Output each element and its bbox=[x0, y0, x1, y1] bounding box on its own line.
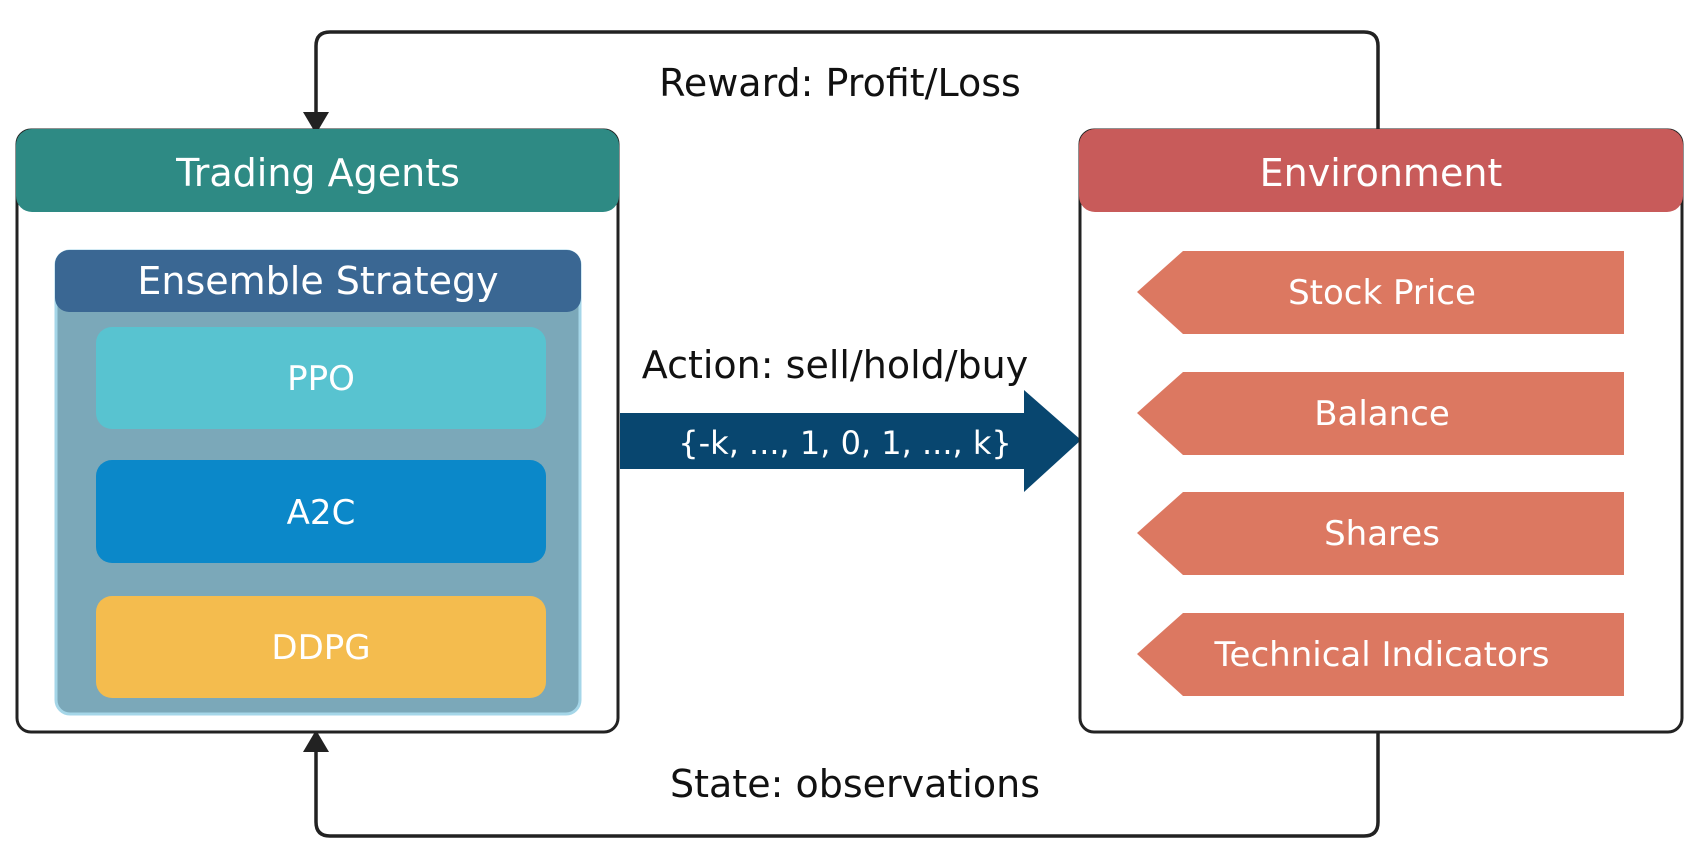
a2c-box bbox=[96, 460, 546, 563]
state-arrowhead bbox=[303, 730, 329, 752]
reward-label: Reward: Profit/Loss bbox=[659, 61, 1021, 105]
action-arrow bbox=[620, 390, 1081, 492]
a2c-label: A2C bbox=[287, 493, 356, 533]
env-item-balance bbox=[1137, 372, 1624, 455]
reward-arrowhead bbox=[303, 112, 329, 134]
env-item-shares-label: Shares bbox=[1324, 514, 1440, 554]
action-range: {-k, ..., 1, 0, 1, ..., k} bbox=[678, 424, 1012, 462]
ensemble-title: Ensemble Strategy bbox=[137, 259, 498, 303]
trading-agents-title: Trading Agents bbox=[175, 151, 460, 195]
env-item-technical-indicators-label: Technical Indicators bbox=[1214, 635, 1550, 675]
trading-agents-header bbox=[16, 129, 619, 212]
state-loop-line bbox=[314, 732, 1380, 838]
environment-header bbox=[1079, 129, 1683, 212]
ppo-box bbox=[96, 327, 546, 429]
environment-title: Environment bbox=[1260, 151, 1503, 195]
ppo-label: PPO bbox=[287, 359, 355, 399]
ddpg-label: DDPG bbox=[271, 628, 370, 668]
ensemble-strategy-box: Ensemble Strategy PPO A2C DDPG bbox=[54, 249, 582, 716]
reward-loop-line bbox=[314, 30, 1380, 132]
env-item-stock-price-label: Stock Price bbox=[1288, 273, 1476, 313]
ensemble-header bbox=[55, 250, 581, 312]
state-label: State: observations bbox=[670, 762, 1040, 806]
env-item-balance-label: Balance bbox=[1314, 394, 1450, 434]
environment-panel: Environment Stock Price Balance Shares T… bbox=[1078, 128, 1684, 734]
env-item-shares bbox=[1137, 492, 1624, 575]
env-item-technical-indicators bbox=[1137, 613, 1624, 696]
action-label: Action: sell/hold/buy bbox=[642, 343, 1029, 387]
ddpg-box bbox=[96, 596, 546, 698]
env-item-stock-price bbox=[1137, 251, 1624, 334]
trading-agents-panel: Trading Agents Ensemble Strategy PPO A2C… bbox=[15, 128, 620, 734]
